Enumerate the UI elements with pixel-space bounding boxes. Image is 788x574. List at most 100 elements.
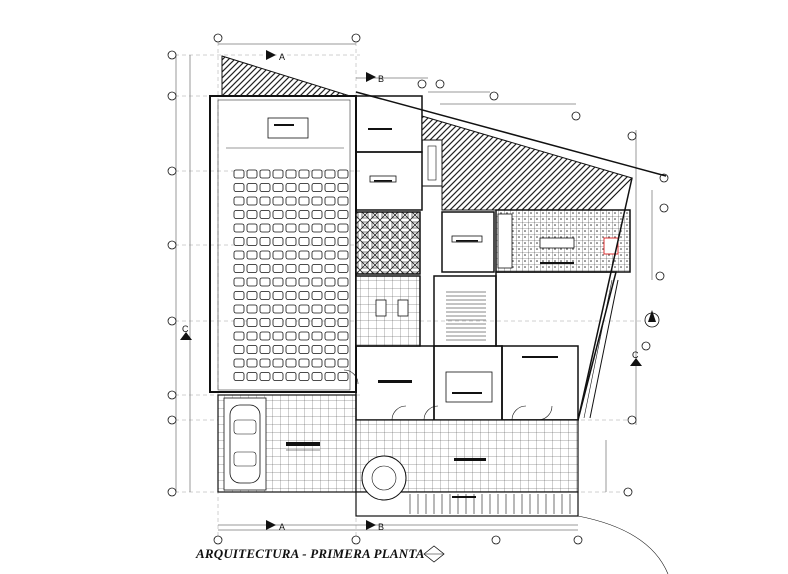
seat — [259, 264, 271, 273]
seat — [233, 237, 245, 246]
seat — [272, 196, 284, 206]
section-marker-b-bottom: B — [366, 520, 384, 532]
seat — [298, 250, 310, 260]
seat — [259, 291, 271, 300]
central-rooms — [343, 95, 579, 421]
seat — [285, 250, 297, 260]
kitchen — [495, 209, 631, 273]
seat — [298, 237, 310, 246]
seat — [285, 318, 297, 327]
seat — [324, 169, 336, 179]
seat — [272, 345, 284, 354]
seat — [285, 264, 297, 273]
seat — [272, 304, 284, 314]
seat — [246, 277, 258, 287]
seat — [246, 250, 258, 260]
seat — [272, 223, 284, 233]
seat — [337, 331, 349, 341]
seat — [246, 372, 258, 381]
seat — [233, 358, 245, 368]
seat — [324, 183, 336, 192]
seat — [259, 196, 271, 206]
seat — [272, 358, 284, 368]
seat — [311, 223, 323, 233]
seat — [246, 169, 258, 179]
seat — [246, 210, 258, 219]
seat — [285, 169, 297, 179]
seat — [285, 304, 297, 314]
seat — [259, 318, 271, 327]
seat — [246, 196, 258, 206]
seat — [246, 345, 258, 354]
seat — [233, 169, 245, 179]
seat — [324, 358, 336, 368]
seat — [337, 277, 349, 287]
seat — [259, 237, 271, 246]
seat — [233, 210, 245, 219]
seat — [298, 169, 310, 179]
seat — [324, 277, 336, 287]
seat — [285, 331, 297, 341]
section-label-b-bottom: B — [378, 522, 384, 532]
seat — [233, 345, 245, 354]
seat — [272, 291, 284, 300]
seat — [337, 210, 349, 219]
front-terrace — [355, 419, 669, 574]
section-marker-c-left: C — [180, 324, 192, 340]
seat — [337, 304, 349, 314]
seat — [324, 304, 336, 314]
seat — [272, 372, 284, 381]
seat — [272, 318, 284, 327]
seat — [311, 237, 323, 246]
seat — [298, 372, 310, 381]
seat — [337, 223, 349, 233]
section-marker-b-top: B — [366, 72, 384, 84]
seat — [285, 196, 297, 206]
seat — [324, 237, 336, 246]
north-arrow-right-icon — [644, 310, 660, 328]
seat — [298, 277, 310, 287]
seat — [233, 223, 245, 233]
seat — [324, 331, 336, 341]
seat — [285, 277, 297, 287]
grid-bubbles — [167, 33, 669, 545]
seat — [311, 196, 323, 206]
seat — [259, 183, 271, 192]
seat — [246, 318, 258, 327]
seat — [324, 291, 336, 300]
seat — [311, 277, 323, 287]
section-label-a-bottom: A — [279, 522, 285, 532]
seat — [233, 196, 245, 206]
seat — [298, 183, 310, 192]
seat — [285, 291, 297, 300]
seat — [285, 237, 297, 246]
seat — [272, 277, 284, 287]
seat — [311, 210, 323, 219]
seat — [233, 183, 245, 192]
dimension-lines — [175, 43, 653, 531]
seat — [259, 210, 271, 219]
drawing-title: ARQUITECTURA - PRIMERA PLANTA — [196, 546, 425, 561]
seat — [337, 358, 349, 368]
seat — [285, 372, 297, 381]
seat — [324, 210, 336, 219]
seat — [311, 331, 323, 341]
seat — [337, 250, 349, 260]
seat — [246, 183, 258, 192]
seat — [324, 345, 336, 354]
seat — [233, 277, 245, 287]
auditorium-seats — [233, 169, 349, 381]
seat — [259, 331, 271, 341]
seat — [233, 250, 245, 260]
seat — [259, 358, 271, 368]
seat — [311, 169, 323, 179]
seat — [285, 358, 297, 368]
seat — [272, 264, 284, 273]
seat — [337, 169, 349, 179]
seat — [337, 264, 349, 273]
seat — [324, 264, 336, 273]
seat — [233, 372, 245, 381]
section-label-a-top: A — [279, 52, 285, 62]
seat — [298, 304, 310, 314]
